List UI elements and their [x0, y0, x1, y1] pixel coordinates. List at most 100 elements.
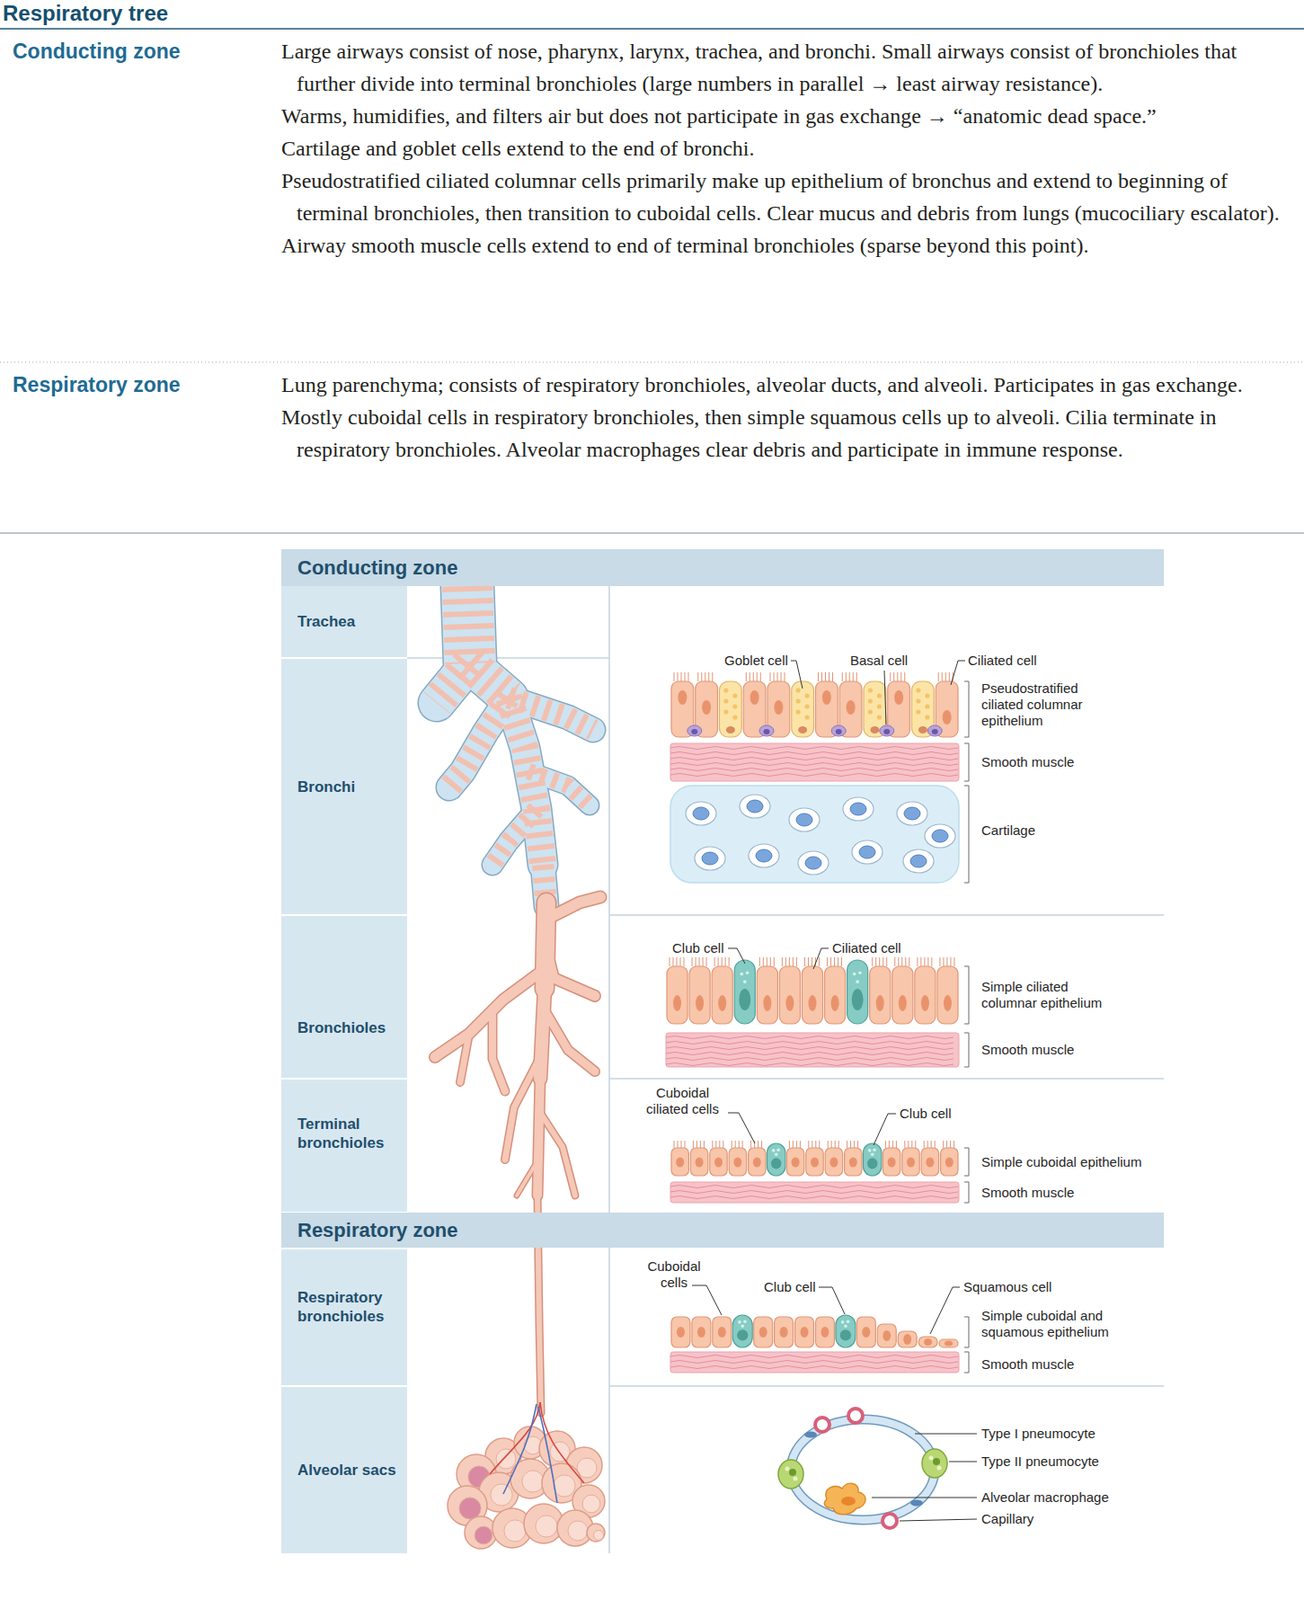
- cilium: [901, 957, 903, 967]
- leader-line: [727, 948, 746, 964]
- goblet-cell: [791, 681, 815, 737]
- leader-line: [873, 1113, 896, 1145]
- nucleus: [931, 728, 939, 735]
- chondrocyte: [748, 843, 780, 868]
- mucin-granule: [868, 687, 873, 692]
- basal-cell: [687, 725, 702, 737]
- muscle-fiber: [670, 757, 959, 761]
- nucleus: [695, 1157, 704, 1168]
- cilium: [945, 672, 947, 682]
- cilium: [894, 957, 896, 967]
- nucleus: [829, 1157, 838, 1168]
- title-rule: [0, 27, 1304, 30]
- cilium: [807, 957, 809, 967]
- label-anchor: Respiratory zone: [12, 368, 274, 401]
- nucleus: [800, 1326, 809, 1338]
- divider: [608, 585, 611, 1213]
- cilium: [878, 957, 880, 967]
- cilium: [949, 957, 951, 967]
- epithelial-cell: [671, 1316, 691, 1348]
- cilium: [824, 672, 826, 682]
- mucin-granule: [732, 703, 737, 709]
- cilium: [939, 957, 941, 967]
- cilium: [750, 1140, 752, 1148]
- granule: [868, 1148, 872, 1153]
- granule: [737, 1320, 742, 1324]
- muscle-fiber: [670, 746, 959, 750]
- cilium: [735, 1140, 737, 1148]
- nucleus: [773, 700, 783, 715]
- cilium: [673, 957, 675, 967]
- part-label: Club cell: [763, 1278, 836, 1296]
- epithelial-cell: [774, 1316, 794, 1348]
- cilium: [931, 1140, 932, 1148]
- bronchiole-outline: [492, 1011, 506, 1092]
- bracket: [964, 1147, 969, 1176]
- nucleus: [726, 726, 736, 734]
- mucin-granule: [732, 714, 737, 719]
- cilium: [669, 957, 671, 967]
- divider: [609, 1077, 1164, 1080]
- cilium: [753, 672, 755, 682]
- muscle-fiber: [665, 1041, 954, 1045]
- cilium: [756, 672, 758, 682]
- cilium: [818, 957, 820, 967]
- alveolus-lumen: [504, 1519, 526, 1542]
- cilium: [697, 672, 699, 682]
- cilium: [796, 1140, 798, 1148]
- cilium: [722, 1140, 724, 1148]
- epithelial-cell: [914, 966, 936, 1024]
- mucin-granule: [868, 698, 873, 703]
- cilium: [760, 672, 762, 682]
- cilium: [927, 957, 929, 967]
- chondrocyte: [694, 846, 726, 870]
- mucin-granule: [723, 709, 728, 714]
- mucin-granule: [805, 703, 810, 709]
- epithelial-cell: [795, 1316, 815, 1348]
- epithelial-cell: [856, 1316, 876, 1348]
- part-label: Cuboidal cells: [638, 1258, 710, 1291]
- epithelial-cell: [940, 1147, 959, 1176]
- label-anchor: Respiratory tree: [2, 0, 632, 27]
- alveolus-lumen: [553, 1474, 576, 1497]
- cilium: [904, 1140, 905, 1148]
- cilium: [914, 1140, 916, 1148]
- cilium: [815, 1140, 817, 1148]
- label-anchor: Smooth muscle: [981, 754, 1117, 771]
- goblet-cell: [719, 681, 743, 737]
- divider: [407, 656, 610, 659]
- cilium: [683, 957, 685, 967]
- bronchiole-outline: [540, 988, 545, 1079]
- divider: [608, 1247, 611, 1553]
- nucleus: [701, 851, 719, 865]
- cilium: [745, 672, 747, 682]
- label-anchor: Club cell: [672, 940, 745, 957]
- label-anchor: Alveolar macrophage: [981, 1489, 1153, 1506]
- lamellar-body: [937, 1465, 942, 1471]
- label-anchor: Cuboidal ciliated cells: [639, 1084, 726, 1118]
- cilium: [780, 672, 782, 682]
- cilium: [895, 1140, 897, 1148]
- label-anchor: Type II pneumocyte: [981, 1453, 1153, 1470]
- cilium: [706, 957, 708, 967]
- granule: [846, 1319, 851, 1323]
- mucin-granule: [924, 703, 930, 709]
- cilium: [904, 957, 906, 967]
- cilium: [904, 672, 905, 682]
- cilium: [691, 957, 693, 967]
- club-cell: [767, 1143, 786, 1176]
- nucleus: [867, 1157, 878, 1169]
- cilium: [789, 1140, 790, 1148]
- cilium: [703, 1140, 705, 1148]
- cilium: [826, 957, 828, 967]
- cilium: [738, 1140, 740, 1148]
- nucleus: [859, 845, 876, 859]
- cilium: [949, 1140, 951, 1148]
- epithelial-cell: [869, 966, 891, 1024]
- bronchiole: [537, 1078, 541, 1196]
- basal-cell: [831, 725, 846, 737]
- cilium: [911, 1140, 913, 1148]
- epithelial-cell: [921, 1147, 939, 1176]
- nucleus: [810, 1157, 819, 1168]
- nucleus: [876, 994, 885, 1012]
